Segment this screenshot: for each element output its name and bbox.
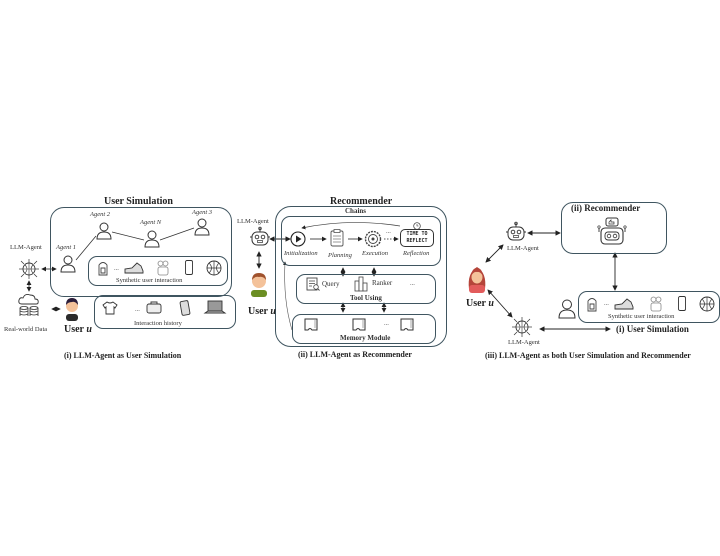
ellipsis: ... bbox=[135, 306, 140, 313]
agent-3-icon bbox=[194, 218, 210, 236]
user-label-text: User bbox=[248, 306, 268, 317]
llm-agent-top-label: LLM-Agent bbox=[507, 245, 539, 252]
phone-icon bbox=[185, 260, 193, 275]
user-var: u bbox=[270, 306, 276, 317]
memory-card-icon bbox=[304, 318, 318, 331]
caption-panel-i: (i) LLM-Agent as User Simulation bbox=[64, 351, 182, 360]
sneaker-icon bbox=[124, 262, 144, 274]
arrow-user-agent-top bbox=[485, 244, 504, 263]
synthetic-interaction-label: Synthetic user interaction bbox=[116, 277, 183, 284]
ellipsis: ... bbox=[386, 228, 391, 235]
gear-icon bbox=[364, 230, 382, 248]
step-planning: Planning bbox=[328, 252, 352, 259]
user-var: u bbox=[488, 298, 494, 309]
chains-box bbox=[281, 216, 441, 266]
step-initialization: Initialization bbox=[284, 250, 318, 257]
basketball-icon bbox=[699, 296, 715, 312]
clipboard-icon bbox=[330, 229, 344, 247]
user-label-text: User bbox=[64, 324, 84, 335]
hoodie-icon bbox=[98, 262, 108, 276]
memory-module-label: Memory Module bbox=[340, 334, 391, 342]
laptop-icon bbox=[203, 300, 227, 314]
caption-panel-iii: (iii) LLM-Agent as both User Simulation … bbox=[485, 351, 691, 360]
user-avatar-female bbox=[468, 267, 486, 293]
user-u-label: User u bbox=[248, 306, 276, 317]
memory-card-icon bbox=[400, 318, 414, 331]
reflect-badge-line-1: TIME TO bbox=[406, 231, 428, 237]
smartphone-icon bbox=[179, 300, 191, 316]
caption-panel-ii: (ii) LLM-Agent as Recommender bbox=[298, 350, 412, 359]
user-simulation-label-iii: (i) User Simulation bbox=[616, 324, 689, 334]
ellipsis: ... bbox=[410, 280, 415, 287]
time-to-reflect-badge: TIME TO REFLECT bbox=[400, 229, 434, 247]
tool-query-label: Query bbox=[322, 280, 340, 288]
clock-icon bbox=[413, 222, 421, 230]
interaction-history-box bbox=[94, 295, 236, 329]
play-icon bbox=[290, 231, 306, 247]
recommender-title-iii: (ii) Recommender bbox=[571, 203, 641, 213]
recommender-robot-icon bbox=[597, 217, 627, 245]
user-simulation-box bbox=[50, 207, 232, 297]
real-world-data-label: Real-world Data bbox=[4, 326, 48, 333]
user-label-text: User bbox=[466, 298, 486, 309]
agent-n-icon bbox=[144, 230, 160, 248]
robot-icon bbox=[250, 226, 270, 246]
agent-1-icon bbox=[60, 255, 76, 273]
agent-2-icon bbox=[96, 222, 112, 240]
synthetic-interaction-label: Synthetic user interaction bbox=[608, 313, 675, 320]
agent-2-label: Agent 2 bbox=[90, 211, 111, 218]
user-avatar-male bbox=[66, 298, 78, 321]
bag-icon bbox=[146, 301, 162, 314]
chains-label: Chains bbox=[345, 207, 367, 215]
llm-agent-label: LLM-Agent bbox=[10, 244, 42, 251]
ranker-icon bbox=[354, 276, 368, 292]
ellipsis: ... bbox=[114, 265, 119, 272]
robot-icon bbox=[506, 221, 526, 241]
agent-3-label: Agent 3 bbox=[192, 209, 213, 216]
user-avatar-child bbox=[251, 273, 267, 297]
agent-n-label: Agent N bbox=[140, 219, 162, 226]
query-icon bbox=[306, 277, 320, 291]
user-simulation-title: User Simulation bbox=[104, 196, 173, 207]
llm-agent-bottom-label: LLM-Agent bbox=[508, 339, 540, 346]
basketball-icon bbox=[206, 260, 222, 276]
interaction-history-label: Interaction history bbox=[134, 320, 182, 327]
llm-agent-label: LLM-Agent bbox=[237, 218, 269, 225]
ellipsis: ... bbox=[604, 300, 609, 307]
recommender-box-iii bbox=[561, 202, 667, 254]
tool-using-box bbox=[296, 274, 436, 304]
user-u-label: User u bbox=[64, 324, 92, 335]
tshirt-icon bbox=[102, 301, 118, 315]
llm-agent-network-icon bbox=[19, 259, 39, 279]
tool-ranker-label: Ranker bbox=[372, 279, 393, 287]
llm-agent-network-icon bbox=[512, 317, 532, 337]
phone-icon bbox=[678, 296, 686, 311]
tool-using-label: Tool Using bbox=[350, 294, 382, 302]
earbuds-icon bbox=[157, 260, 169, 276]
simulated-user-icon bbox=[558, 299, 576, 319]
earbuds-icon bbox=[650, 296, 662, 312]
reflect-badge-line-2: REFLECT bbox=[406, 238, 428, 244]
cloud-database-icon bbox=[18, 293, 39, 316]
ellipsis: ... bbox=[384, 320, 389, 327]
step-execution: Execution bbox=[362, 250, 388, 257]
memory-card-icon bbox=[352, 318, 366, 331]
agent-1-label: Agent 1 bbox=[56, 244, 77, 251]
user-u-label: User u bbox=[466, 298, 494, 309]
hoodie-icon bbox=[587, 298, 597, 312]
step-reflection: Reflection bbox=[403, 250, 430, 257]
recommender-box bbox=[275, 206, 447, 347]
memory-module-box bbox=[292, 314, 436, 344]
recommender-title: Recommender bbox=[330, 196, 393, 207]
synthetic-interaction-box bbox=[88, 256, 228, 286]
user-var: u bbox=[86, 324, 92, 335]
sneaker-icon bbox=[614, 298, 634, 310]
